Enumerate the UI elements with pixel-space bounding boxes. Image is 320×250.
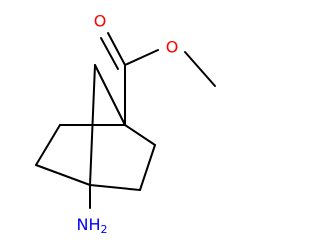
bond-ring-left — [35, 124, 61, 166]
amine-label-text: NH — [77, 215, 101, 234]
carbonyl-oxygen-label: O — [94, 12, 107, 31]
bond-ring-lower-left — [35, 164, 91, 186]
bond-carbonyl-double-a — [107, 32, 126, 66]
bond-ester-oxygen-to-methyl — [184, 51, 216, 87]
bond-bridgehead-to-bridge — [94, 64, 126, 126]
bond-carbonyl-double-b — [100, 37, 119, 70]
ester-oxygen-label: O — [166, 38, 179, 57]
amine-label: NH2 — [77, 215, 108, 237]
bond-ring-bottom — [89, 184, 141, 191]
amine-label-subscript: 2 — [101, 223, 108, 236]
bond-ring-lower-right — [139, 144, 156, 191]
chemical-structure: O O NH2 — [35, 12, 216, 237]
bond-ring-upper-right — [124, 124, 156, 146]
bond-carbonyl-to-ester-oxygen — [124, 49, 159, 66]
